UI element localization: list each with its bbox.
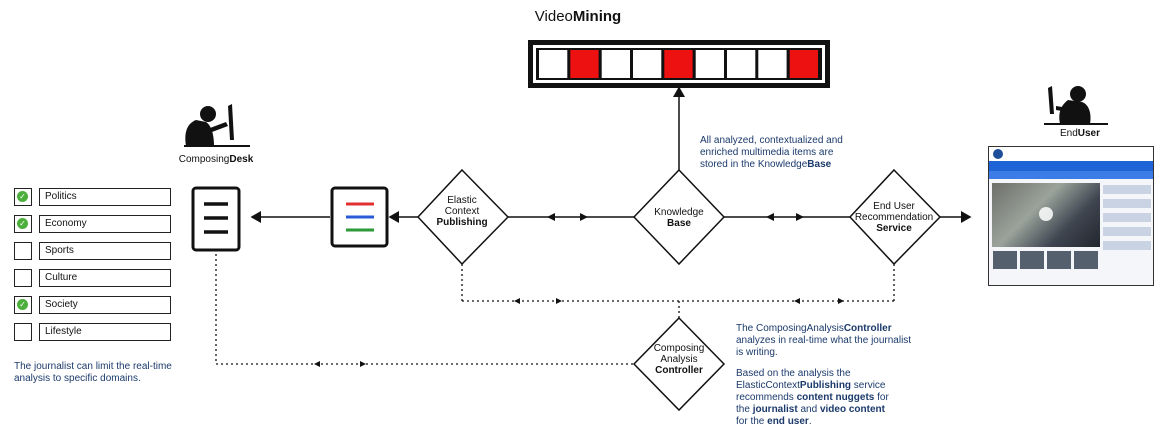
film-frame — [758, 50, 787, 78]
journalist-icon — [184, 104, 250, 147]
composing-analysis-controller-node — [632, 316, 726, 412]
recommendation-service-node — [848, 168, 942, 266]
check-icon: ✓ — [17, 191, 28, 202]
arrow-right-1 — [580, 213, 588, 221]
domain-label: Culture — [39, 269, 171, 287]
arrow-left-1 — [547, 213, 555, 221]
film-frame — [695, 50, 724, 78]
domain-label: Economy — [39, 215, 171, 233]
film-frame — [664, 50, 693, 78]
site-logo-icon — [993, 149, 1003, 159]
domain-checkbox[interactable] — [14, 242, 32, 260]
domain-checkbox[interactable] — [14, 323, 32, 341]
domain-note: The journalist can limit the real-time a… — [14, 361, 172, 384]
side-item — [1103, 213, 1151, 222]
side-item — [1103, 185, 1151, 194]
domain-checkbox[interactable]: ✓ — [14, 296, 32, 314]
domain-label: Politics — [39, 188, 171, 206]
domain-checkbox[interactable]: ✓ — [14, 188, 32, 206]
thumbnail — [1074, 251, 1098, 269]
domain-label: Lifestyle — [39, 323, 171, 341]
end-user-label: EndUser — [1059, 128, 1101, 139]
content-nugget-document — [330, 186, 389, 248]
film-frame — [539, 50, 568, 78]
elastic-context-publishing-node — [416, 168, 510, 266]
thumbnail — [1020, 251, 1044, 269]
video-player — [992, 183, 1100, 247]
screen-subnav — [989, 171, 1153, 179]
domain-label: Society — [39, 296, 171, 314]
knowledge-base-note: All analyzed, contextualized and enriche… — [700, 135, 843, 170]
controller-note: The ComposingAnalysisController analyzes… — [736, 323, 912, 358]
end-user-icon — [1044, 86, 1108, 125]
domain-checkbox[interactable]: ✓ — [14, 215, 32, 233]
arrow-right-2 — [796, 213, 804, 221]
side-item — [1103, 199, 1151, 208]
knowledge-base-node — [632, 168, 726, 266]
film-frame — [727, 50, 756, 78]
videomining-title: VideoMining — [534, 8, 622, 25]
composing-desk-label: ComposingDesk — [178, 154, 254, 165]
thumbnail — [1047, 251, 1071, 269]
film-frame — [633, 50, 662, 78]
screen-topbar — [989, 147, 1153, 162]
end-user-screen — [988, 146, 1154, 286]
domain-label: Sports — [39, 242, 171, 260]
screen-navbar — [989, 161, 1153, 171]
composing-desk-document — [191, 186, 241, 252]
film-frame — [570, 50, 599, 78]
play-icon — [1039, 207, 1053, 221]
dotted-arrowheads — [314, 298, 844, 367]
film-frame — [789, 50, 818, 78]
dotted-connectors — [215, 254, 895, 365]
check-icon: ✓ — [17, 299, 28, 310]
thumbnail — [993, 251, 1017, 269]
side-item — [1103, 227, 1151, 236]
side-item — [1103, 241, 1151, 250]
arrow-left-2 — [766, 213, 774, 221]
film-strip — [528, 40, 830, 88]
film-frame — [601, 50, 630, 78]
domain-checkbox[interactable] — [14, 269, 32, 287]
publishing-note: Based on the analysis the ElasticContext… — [736, 368, 889, 427]
check-icon: ✓ — [17, 218, 28, 229]
